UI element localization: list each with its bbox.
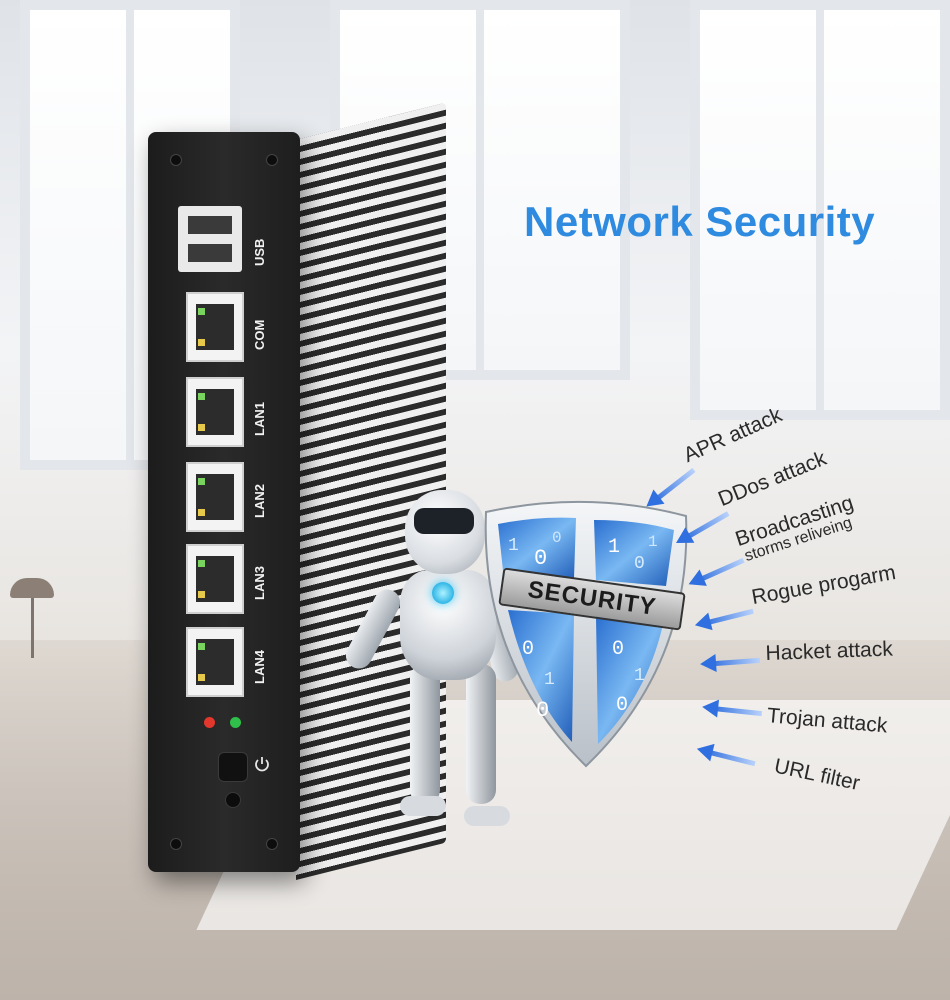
link-led (198, 393, 205, 400)
link-led (198, 478, 205, 485)
activity-led (198, 591, 205, 598)
lan-port (186, 377, 244, 447)
binary-digit: 0 (536, 698, 549, 723)
port-socket (196, 474, 234, 520)
port-socket (196, 304, 234, 350)
port-label: LAN3 (252, 566, 267, 600)
usb-port (178, 206, 242, 272)
screw-icon (266, 154, 278, 166)
binary-digit: 0 (612, 638, 624, 661)
robot-core-light (432, 582, 454, 604)
activity-led (198, 509, 205, 516)
link-led (198, 308, 205, 315)
window (690, 0, 950, 420)
port-socket (196, 639, 234, 685)
link-led (198, 560, 205, 567)
page-title: Network Security (524, 198, 876, 245)
binary-digit: 1 (544, 670, 555, 690)
usb-label: USB (252, 238, 267, 266)
port-label: LAN4 (252, 650, 267, 684)
port-label: COM (252, 319, 267, 350)
lan-port (186, 627, 244, 697)
screw-icon (170, 838, 182, 850)
robot-foot (400, 796, 446, 816)
binary-digit: 0 (522, 638, 534, 661)
port-socket (196, 389, 234, 435)
robot-foot (464, 806, 510, 826)
robot-visor (414, 508, 474, 534)
threat-label: Hacket attack (765, 637, 894, 666)
screw-icon (170, 154, 182, 166)
binary-digit: 0 (616, 694, 628, 717)
reset-button (225, 792, 241, 808)
lamp-stand (31, 598, 34, 658)
status-led-red (204, 717, 215, 728)
power-button (218, 752, 248, 782)
binary-digit: 1 (634, 666, 645, 686)
binary-digit: 0 (552, 529, 562, 547)
status-led-green (230, 717, 241, 728)
binary-digit: 1 (648, 533, 658, 551)
lan-port (186, 462, 244, 532)
binary-digit: 0 (534, 546, 547, 571)
binary-digit: 1 (508, 536, 519, 556)
com-port (186, 292, 244, 362)
port-socket (196, 556, 234, 602)
security-shield-icon: 1 0 0 1 0 1 0 1 0 0 1 0 (484, 500, 688, 768)
power-icon (255, 757, 269, 772)
mini-pc-device: USB COM LAN1 LAN2 LAN3 LAN4 (148, 132, 300, 872)
binary-digit: 0 (634, 554, 645, 574)
robot-leg (410, 664, 440, 804)
activity-led (198, 674, 205, 681)
screw-icon (266, 838, 278, 850)
lan-port (186, 544, 244, 614)
activity-led (198, 339, 205, 346)
link-led (198, 643, 205, 650)
lamp-icon (10, 578, 54, 598)
activity-led (198, 424, 205, 431)
port-label: LAN1 (252, 402, 267, 436)
binary-digit: 1 (608, 536, 620, 559)
robot-leg (466, 664, 496, 804)
port-label: LAN2 (252, 484, 267, 518)
